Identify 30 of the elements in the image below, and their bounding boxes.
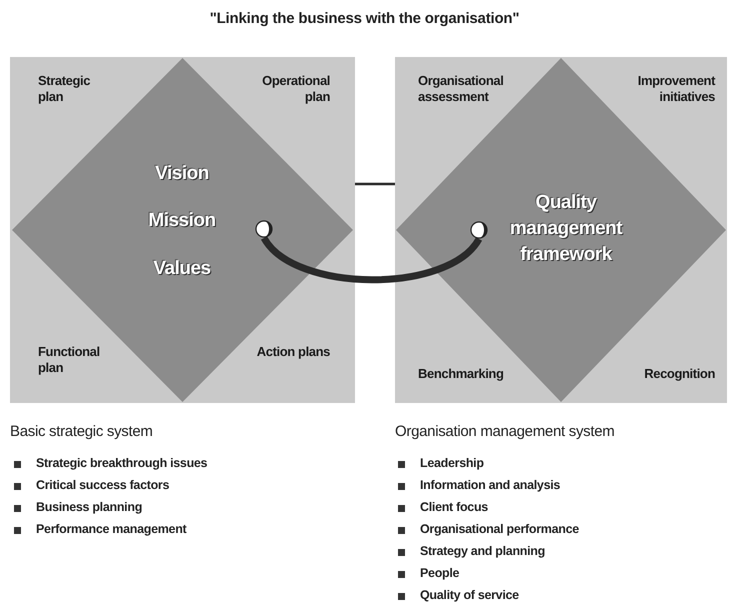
- section-heading: Basic strategic system: [10, 423, 153, 440]
- corner-label: Organisational assessment: [418, 73, 504, 105]
- diamond-text: Values: [152, 258, 212, 280]
- title: "Linking the business with the organisation": [208, 10, 520, 27]
- corner-label: Functional plan: [38, 344, 101, 376]
- list-item: Organisational performance: [420, 522, 579, 536]
- list-item: Client focus: [420, 500, 488, 514]
- diamond-text: Quality management framework: [508, 191, 624, 267]
- list-item: Quality of service: [420, 588, 519, 602]
- list-item: Business planning: [36, 500, 142, 514]
- list-item: Leadership: [420, 456, 484, 470]
- list-item: Strategy and planning: [420, 544, 545, 558]
- corner-label: Recognition: [643, 366, 715, 382]
- corner-label: Operational plan: [261, 73, 330, 105]
- diamond-text: Mission: [147, 210, 217, 232]
- list-item: Strategic breakthrough issues: [36, 456, 208, 470]
- connector-line: [261, 236, 482, 284]
- section-heading: Organisation management system: [395, 423, 614, 440]
- corner-label: Benchmarking: [418, 366, 505, 382]
- list-item: Critical success factors: [36, 478, 170, 492]
- list-item: Information and analysis: [420, 478, 560, 492]
- corner-label: Strategic plan: [38, 73, 92, 105]
- corner-label: Improvement initiatives: [636, 73, 715, 105]
- half-circle-icon: [255, 220, 273, 238]
- half-circle-icon: [470, 221, 488, 239]
- connector-line: [355, 182, 395, 186]
- corner-label: Action plans: [256, 344, 330, 360]
- list-item: Performance management: [36, 522, 186, 536]
- list-item: People: [420, 566, 460, 580]
- diamond-text: Vision: [154, 163, 210, 185]
